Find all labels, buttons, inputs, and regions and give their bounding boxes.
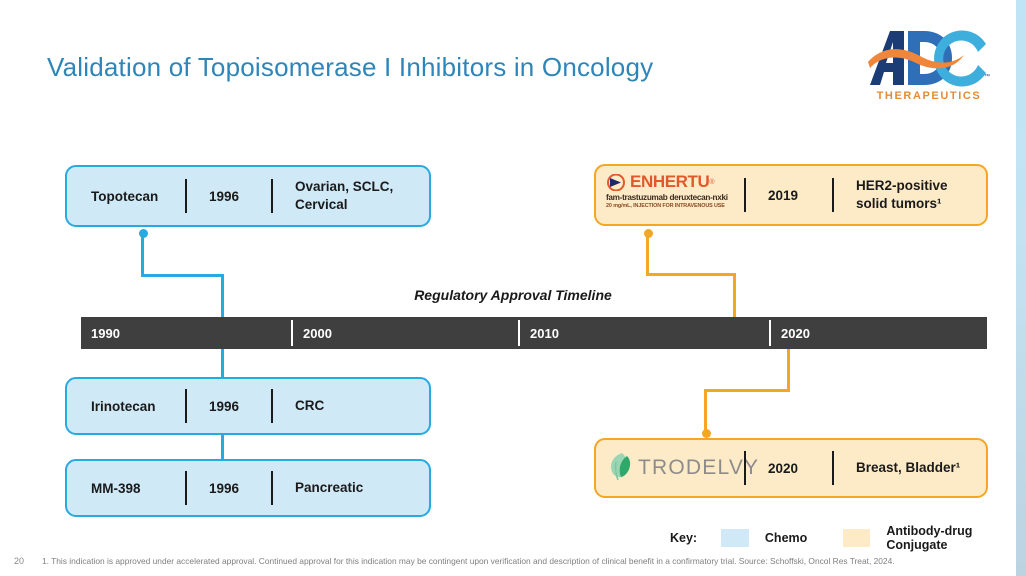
slide-number: 20 bbox=[14, 556, 25, 566]
connector-enhertu-horizontal bbox=[646, 273, 735, 276]
card-irinotecan-year: 1996 bbox=[209, 398, 240, 414]
timeline-caption: Regulatory Approval Timeline bbox=[414, 287, 612, 303]
connector-topotecan-vertical bbox=[141, 233, 144, 277]
card-divider bbox=[271, 471, 273, 505]
card-enhertu-year: 2019 bbox=[768, 187, 799, 203]
connector-dot-trodelvy bbox=[702, 429, 711, 438]
card-divider bbox=[185, 471, 187, 505]
card-trodelvy-indication: Breast, Bladder¹ bbox=[856, 459, 961, 475]
card-irinotecan-name: Irinotecan bbox=[91, 398, 156, 414]
card-divider bbox=[185, 179, 187, 213]
card-topotecan[interactable]: Topotecan 1996 Ovarian, SCLC, Cervical bbox=[65, 165, 431, 227]
timeline-decade-2020[interactable]: 2020 bbox=[771, 317, 987, 349]
card-mm398-indication: Pancreatic bbox=[295, 479, 364, 495]
card-divider bbox=[271, 179, 273, 213]
card-enhertu-indication: HER2-positive solid tumors¹ bbox=[856, 177, 948, 211]
adc-therapeutics-logo: ™ THERAPEUTICS bbox=[868, 28, 990, 110]
slide-right-margin bbox=[1006, 0, 1016, 576]
connector-enhertu-vertical bbox=[646, 233, 649, 275]
card-mm398[interactable]: MM-398 1996 Pancreatic bbox=[65, 459, 431, 517]
card-divider bbox=[744, 451, 746, 485]
card-mm398-year: 1996 bbox=[209, 480, 240, 496]
svg-text:™: ™ bbox=[984, 73, 990, 80]
trodelvy-brand: TRODELVY bbox=[638, 456, 760, 479]
timeline-decade-2010-label: 2010 bbox=[530, 325, 559, 341]
timeline-decade-2020-label: 2020 bbox=[781, 325, 810, 341]
timeline-divider bbox=[518, 320, 520, 346]
timeline-divider bbox=[769, 320, 771, 346]
enhertu-logo: ENHERTU® fam-trastuzumab deruxtecan-nxki… bbox=[596, 166, 744, 224]
timeline-decade-1990-label: 1990 bbox=[91, 325, 120, 341]
card-topotecan-name: Topotecan bbox=[91, 188, 159, 204]
card-irinotecan-indication: CRC bbox=[295, 397, 325, 413]
timeline-decade-2000[interactable]: 2000 bbox=[293, 317, 518, 349]
footnote: 1. This indication is approved under acc… bbox=[42, 556, 895, 566]
connector-topotecan-horizontal bbox=[141, 274, 224, 277]
trodelvy-logo: TRODELVY bbox=[596, 440, 758, 496]
card-divider bbox=[832, 451, 834, 485]
timeline-decade-1990[interactable]: 1990 bbox=[81, 317, 291, 349]
trodelvy-leaf-icon bbox=[606, 450, 636, 487]
connector-trodelvy-horizontal bbox=[704, 389, 790, 392]
regulatory-approval-timeline: 1990 2000 2010 2020 bbox=[81, 317, 987, 349]
connector-enhertu-to-timeline bbox=[733, 273, 736, 319]
card-divider bbox=[185, 389, 187, 423]
legend-text-adc: Antibody-drug Conjugate bbox=[886, 524, 973, 552]
connector-trodelvy-vertical bbox=[704, 389, 707, 431]
card-topotecan-indication: Ovarian, SCLC, Cervical bbox=[295, 178, 394, 212]
page-title: Validation of Topoisomerase I Inhibitors… bbox=[47, 52, 654, 82]
adc-logo-tagline: THERAPEUTICS bbox=[876, 90, 982, 102]
enhertu-mark-icon bbox=[606, 173, 628, 192]
legend: Key: Chemo Antibody-drug Conjugate bbox=[670, 524, 1026, 552]
card-divider bbox=[744, 178, 746, 212]
card-divider bbox=[832, 178, 834, 212]
card-topotecan-year: 1996 bbox=[209, 188, 240, 204]
adc-logo-mark: ™ bbox=[868, 30, 990, 87]
connector-timeline-down-orange bbox=[787, 349, 790, 392]
enhertu-brand: ENHERTU bbox=[630, 172, 710, 191]
timeline-decade-2010[interactable]: 2010 bbox=[520, 317, 769, 349]
card-trodelvy[interactable]: TRODELVY 2020 Breast, Bladder¹ bbox=[594, 438, 988, 498]
enhertu-registered-mark: ® bbox=[709, 178, 715, 186]
legend-text-chemo: Chemo bbox=[764, 531, 808, 545]
legend-label: Key: bbox=[670, 531, 698, 545]
card-divider bbox=[271, 389, 273, 423]
connector-irinotecan-to-mm398 bbox=[221, 435, 224, 459]
card-irinotecan[interactable]: Irinotecan 1996 CRC bbox=[65, 377, 431, 435]
enhertu-dosage-text: 20 mg/mL, INJECTION FOR INTRAVENOUS USE bbox=[606, 203, 725, 209]
legend-swatch-chemo bbox=[721, 529, 749, 547]
timeline-decade-2000-label: 2000 bbox=[303, 325, 332, 341]
card-mm398-name: MM-398 bbox=[91, 480, 141, 496]
timeline-divider bbox=[291, 320, 293, 346]
legend-swatch-adc bbox=[842, 529, 871, 547]
card-trodelvy-year: 2020 bbox=[768, 460, 799, 476]
slide-accent-strip bbox=[1016, 0, 1026, 576]
enhertu-generic-name: fam-trastuzumab deruxtecan-nxki bbox=[606, 193, 728, 202]
card-enhertu[interactable]: ENHERTU® fam-trastuzumab deruxtecan-nxki… bbox=[594, 164, 988, 226]
